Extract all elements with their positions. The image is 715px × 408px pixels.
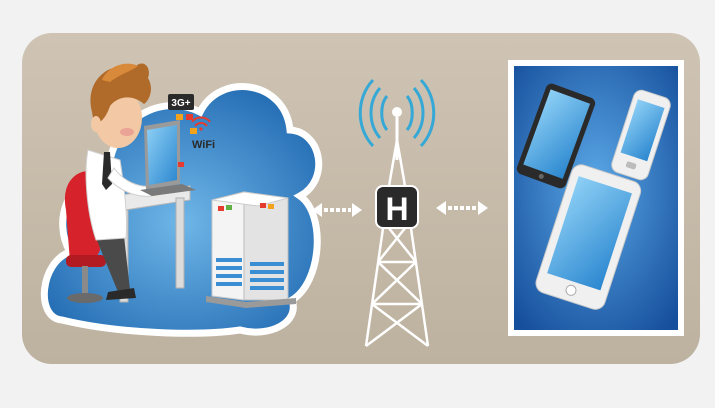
wifi-icon: WiFi bbox=[191, 116, 215, 151]
bidirectional-arrow-left-icon bbox=[312, 203, 362, 217]
person-at-laptop-icon bbox=[85, 63, 160, 300]
smartphone-icon bbox=[611, 89, 671, 181]
bidirectional-arrow-right-icon bbox=[436, 201, 488, 215]
server-rack-icon bbox=[206, 191, 296, 308]
tablet-icon bbox=[516, 83, 596, 189]
3g-badge: 3G+ bbox=[168, 94, 197, 167]
laptop-icon bbox=[140, 120, 196, 196]
wifi-label: WiFi bbox=[192, 139, 215, 151]
large-tablet-icon bbox=[535, 164, 642, 310]
cell-tower-icon: H bbox=[358, 78, 436, 347]
tower-h-label: H bbox=[385, 191, 408, 227]
3g-badge-label: 3G+ bbox=[171, 98, 190, 109]
